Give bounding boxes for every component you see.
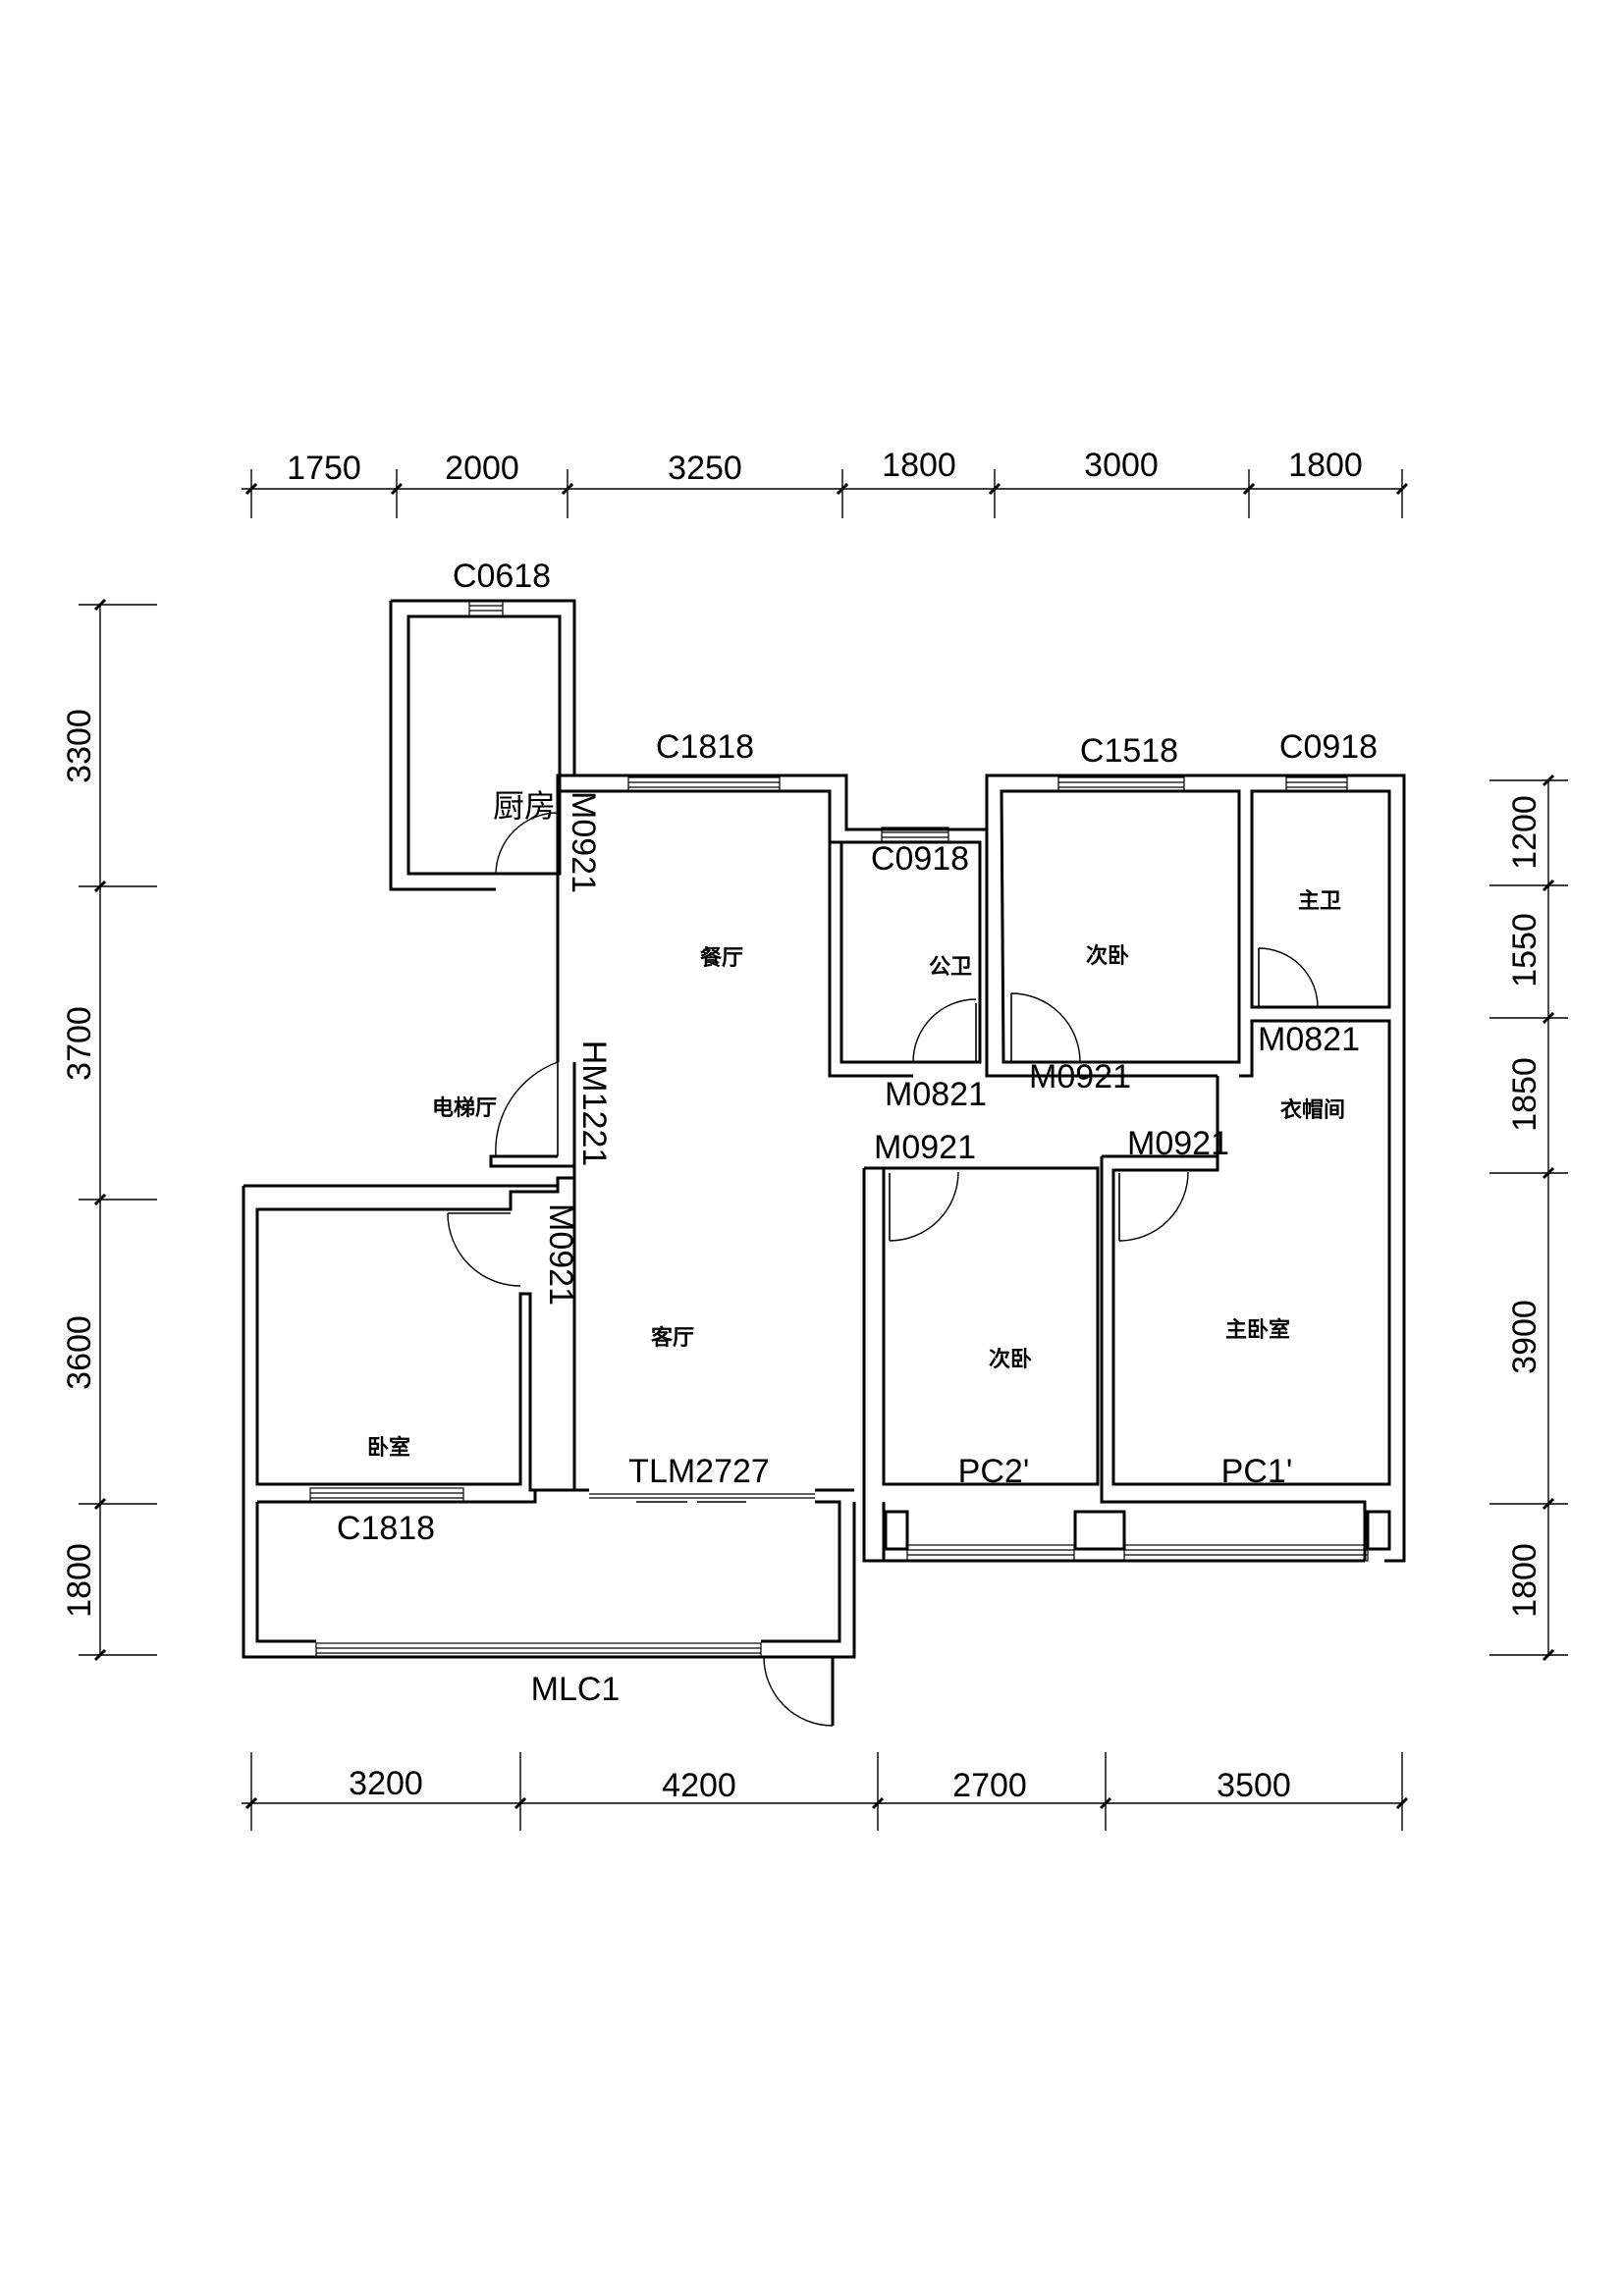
room-dining: 餐厅 (700, 946, 743, 971)
label-c1818-top: C1818 (656, 728, 754, 766)
label-tlm2727: TLM2727 (628, 1453, 770, 1490)
door-swings (447, 812, 1319, 1727)
dim-left-3: 3600 (61, 1315, 98, 1390)
dim-top-1: 1750 (287, 450, 361, 487)
label-pc2: PC2' (958, 1453, 1030, 1490)
opening-labels: C0618 C1818 C1518 C0918 C0918 M0921 M082… (337, 558, 1378, 1708)
walls (242, 599, 1406, 1726)
dim-left-2: 3700 (61, 1006, 98, 1081)
room-master-bath: 主卫 (1298, 889, 1341, 914)
room-labels: 厨房 餐厅 公卫 次卧 主卫 衣帽间 电梯厅 客厅 次卧 主卧室 卧室 (367, 787, 1345, 1461)
label-m0921-master: M0921 (1127, 1125, 1229, 1162)
label-mlc1: MLC1 (531, 1671, 621, 1708)
label-hm1221: HM1221 (575, 1041, 613, 1167)
windows (309, 600, 1369, 1658)
room-second-bed-bottom: 次卧 (989, 1347, 1032, 1372)
room-cloakroom: 衣帽间 (1280, 1097, 1345, 1123)
dim-bottom-3: 2700 (952, 1767, 1027, 1804)
dim-bottom-4: 3500 (1217, 1767, 1291, 1804)
dim-top-3: 3250 (668, 450, 742, 487)
room-elevator-hall: 电梯厅 (432, 1095, 497, 1121)
dim-left-4: 1800 (61, 1543, 98, 1618)
label-m0821-bath: M0821 (885, 1076, 987, 1113)
dim-right-2: 1550 (1506, 913, 1543, 988)
dim-top-4: 1800 (882, 447, 956, 484)
label-m0821-master: M0821 (1258, 1021, 1360, 1058)
room-living: 客厅 (651, 1325, 694, 1351)
dim-left-1: 3300 (61, 709, 98, 783)
label-c1518: C1518 (1080, 732, 1178, 770)
room-second-bed-top: 次卧 (1086, 943, 1129, 969)
label-m0921-bed2: M0921 (1029, 1058, 1131, 1095)
dim-bottom-1: 3200 (349, 1765, 423, 1802)
dim-right-1: 1200 (1506, 795, 1543, 870)
dim-top-2: 2000 (445, 450, 519, 487)
dim-right-4: 3900 (1506, 1300, 1543, 1374)
label-c1818-bottom: C1818 (337, 1510, 435, 1547)
label-pc1: PC1' (1221, 1453, 1293, 1490)
dim-top-6: 1800 (1288, 447, 1363, 484)
room-kitchen: 厨房 (493, 787, 556, 825)
dim-right-5: 1800 (1506, 1543, 1543, 1618)
dim-bottom-2: 4200 (662, 1767, 736, 1804)
room-public-bath: 公卫 (929, 955, 972, 980)
label-m0921-bed3: M0921 (874, 1129, 976, 1166)
room-bedroom: 卧室 (367, 1435, 410, 1461)
label-m0921-kitchen: M0921 (565, 791, 602, 893)
columns (884, 1510, 1391, 1551)
label-m0921-bedroom: M0921 (542, 1203, 579, 1306)
dim-right-3: 1850 (1506, 1057, 1543, 1132)
label-c0918-top: C0918 (1279, 728, 1378, 766)
dim-top-5: 3000 (1084, 447, 1159, 484)
label-c0918-bath: C0918 (871, 840, 969, 878)
dimension-chains: 1750 2000 3250 1800 3000 1800 3200 4200 … (61, 447, 1568, 1831)
label-c0618: C0618 (453, 558, 551, 595)
room-master-bed: 主卧室 (1225, 1317, 1290, 1343)
